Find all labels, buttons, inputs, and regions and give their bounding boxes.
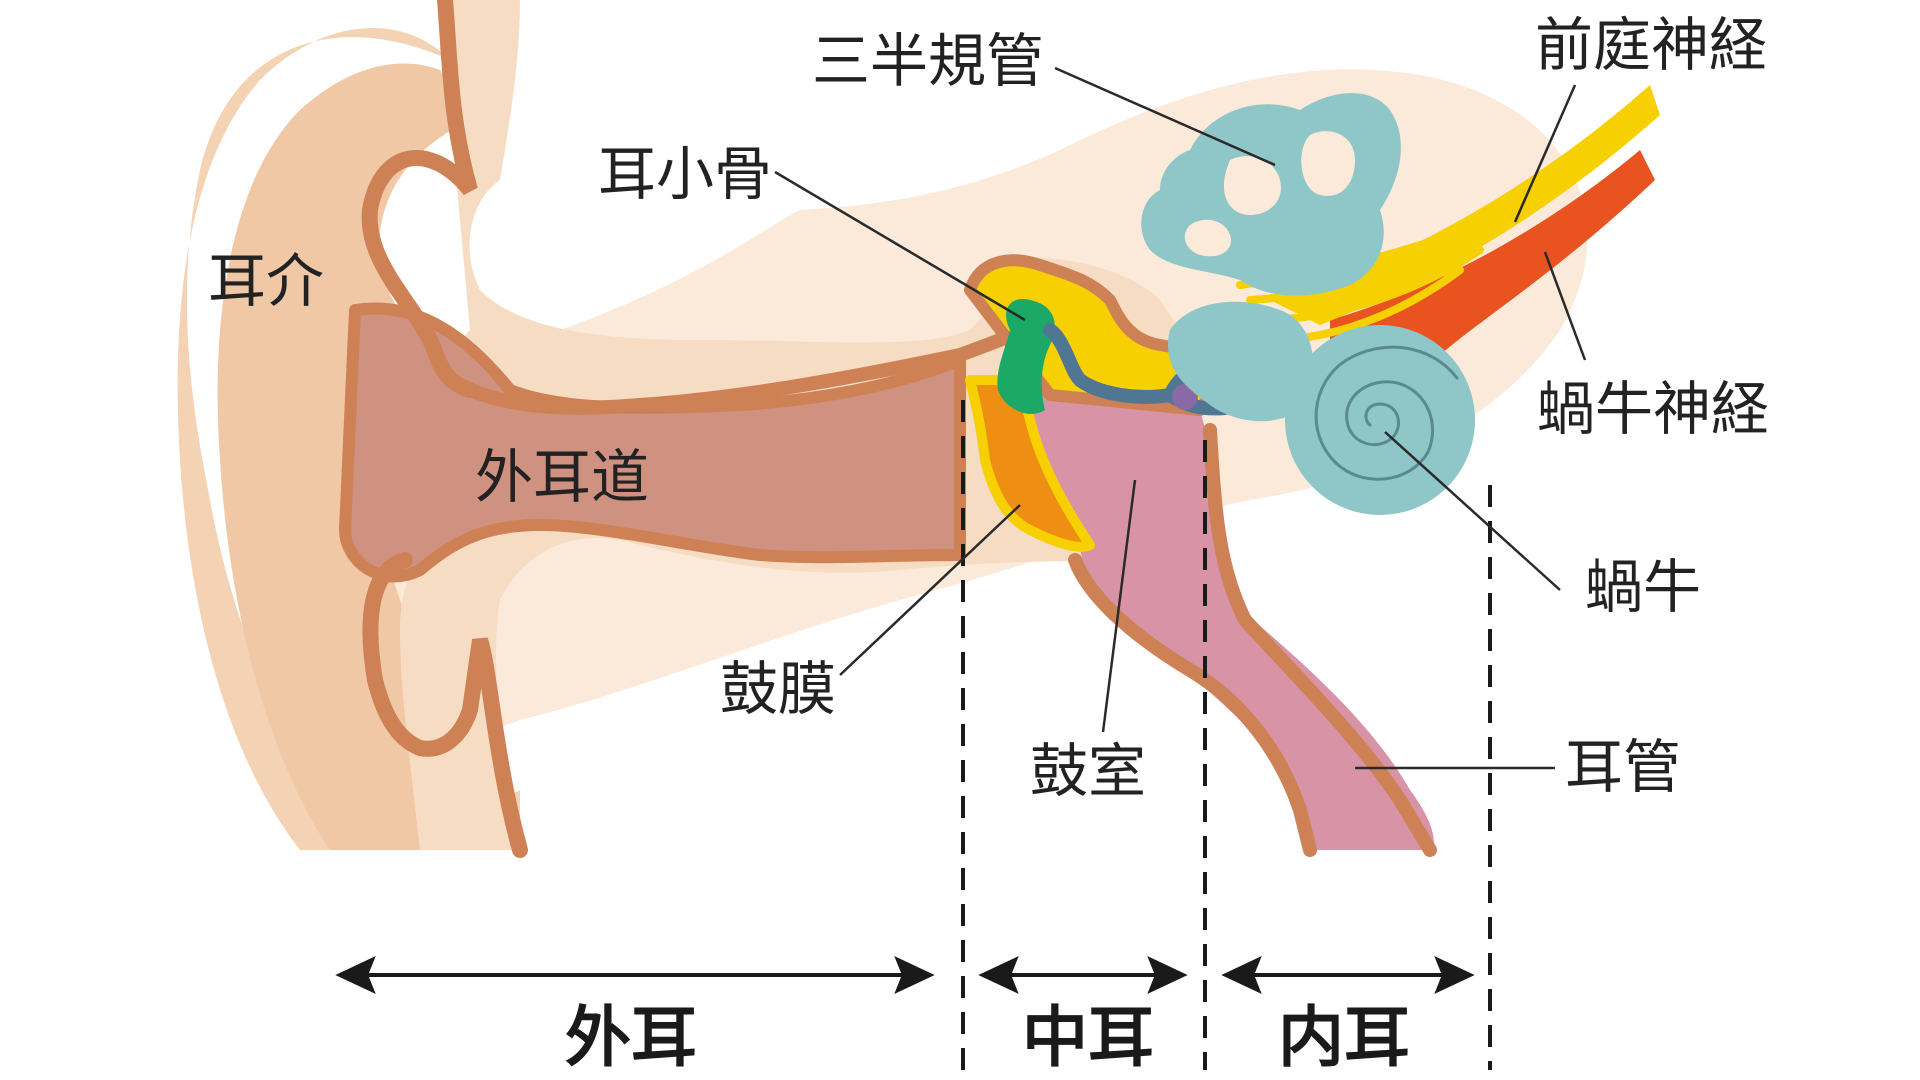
label-auricle: 耳介 bbox=[208, 247, 325, 315]
leader-semicircular-canals bbox=[1054, 66, 1276, 167]
label-cochlea: 蝸牛 bbox=[1585, 553, 1702, 621]
eustachian-tube-outline bbox=[1068, 423, 1437, 857]
arrow-inner-ear bbox=[1221, 956, 1475, 994]
cochlea-spiral bbox=[1314, 345, 1459, 481]
leader-cochlea bbox=[1384, 431, 1561, 591]
canal-upper-outline bbox=[463, 333, 1007, 415]
label-ear-canal: 外耳道 bbox=[475, 443, 650, 511]
semicircular-canals-holes bbox=[1184, 131, 1355, 257]
eardrum-shape bbox=[965, 375, 1095, 552]
auricle-outline bbox=[361, 0, 478, 398]
lobule-outline bbox=[362, 552, 528, 858]
ossicle-green bbox=[997, 299, 1055, 414]
section-inner-ear: 内耳 bbox=[1278, 999, 1410, 1076]
leader-vestibular-nerve bbox=[1513, 84, 1577, 223]
label-vestibular-nerve: 前庭神経 bbox=[1535, 11, 1768, 79]
cochlear-nerve-shape bbox=[1330, 150, 1655, 370]
leader-eardrum bbox=[839, 504, 1021, 676]
label-semicircular-canals: 三半規管 bbox=[812, 27, 1045, 95]
section-middle-ear: 中耳 bbox=[1022, 999, 1154, 1076]
section-outer-ear: 外耳 bbox=[565, 999, 697, 1076]
label-eustachian-tube: 耳管 bbox=[1565, 733, 1682, 801]
label-eardrum: 鼓膜 bbox=[720, 655, 837, 723]
arrow-middle-ear bbox=[978, 956, 1188, 994]
label-cochlear-nerve: 蝸牛神経 bbox=[1537, 375, 1770, 443]
leader-cochlear-nerve bbox=[1543, 251, 1587, 361]
leader-lines bbox=[774, 66, 1587, 770]
vestibular-nerve-shape bbox=[1270, 85, 1660, 325]
label-ossicles: 耳小骨 bbox=[598, 140, 773, 208]
leader-tympanic-cavity bbox=[1101, 479, 1137, 733]
leader-ossicles bbox=[774, 170, 1026, 322]
label-tympanic-cavity: 鼓室 bbox=[1030, 737, 1147, 805]
vestibule-shape bbox=[1168, 301, 1314, 422]
arrow-outer-ear bbox=[335, 956, 935, 994]
ear-canal-shape bbox=[339, 302, 966, 583]
tympanic-cavity-shape bbox=[1027, 380, 1434, 850]
